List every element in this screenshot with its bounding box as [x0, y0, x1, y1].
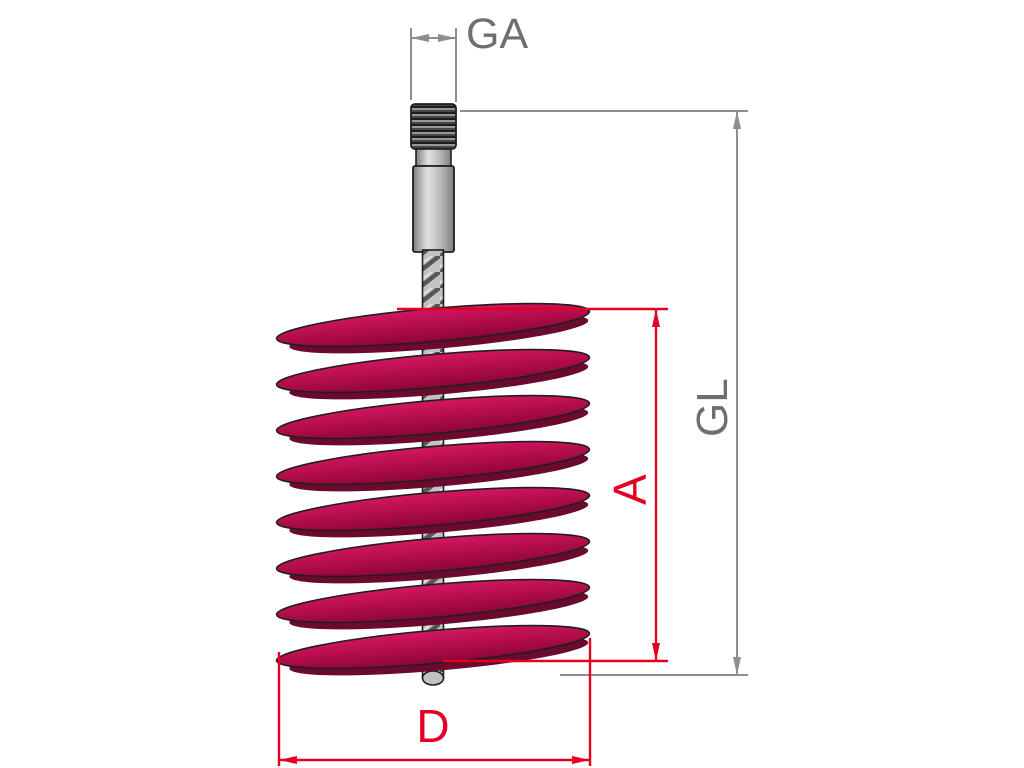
- stem-tip: [421, 670, 445, 686]
- a-label: A: [604, 474, 656, 505]
- ga-label: GA: [466, 10, 528, 58]
- gl-label: GL: [688, 378, 737, 437]
- brush-assembly: [274, 103, 593, 686]
- gray-dimensions: [410, 28, 748, 676]
- shank: [412, 165, 455, 253]
- collar: [415, 148, 452, 167]
- d-label: D: [416, 700, 449, 752]
- red-dimensions: [277, 307, 668, 766]
- threaded-stud: [410, 103, 457, 150]
